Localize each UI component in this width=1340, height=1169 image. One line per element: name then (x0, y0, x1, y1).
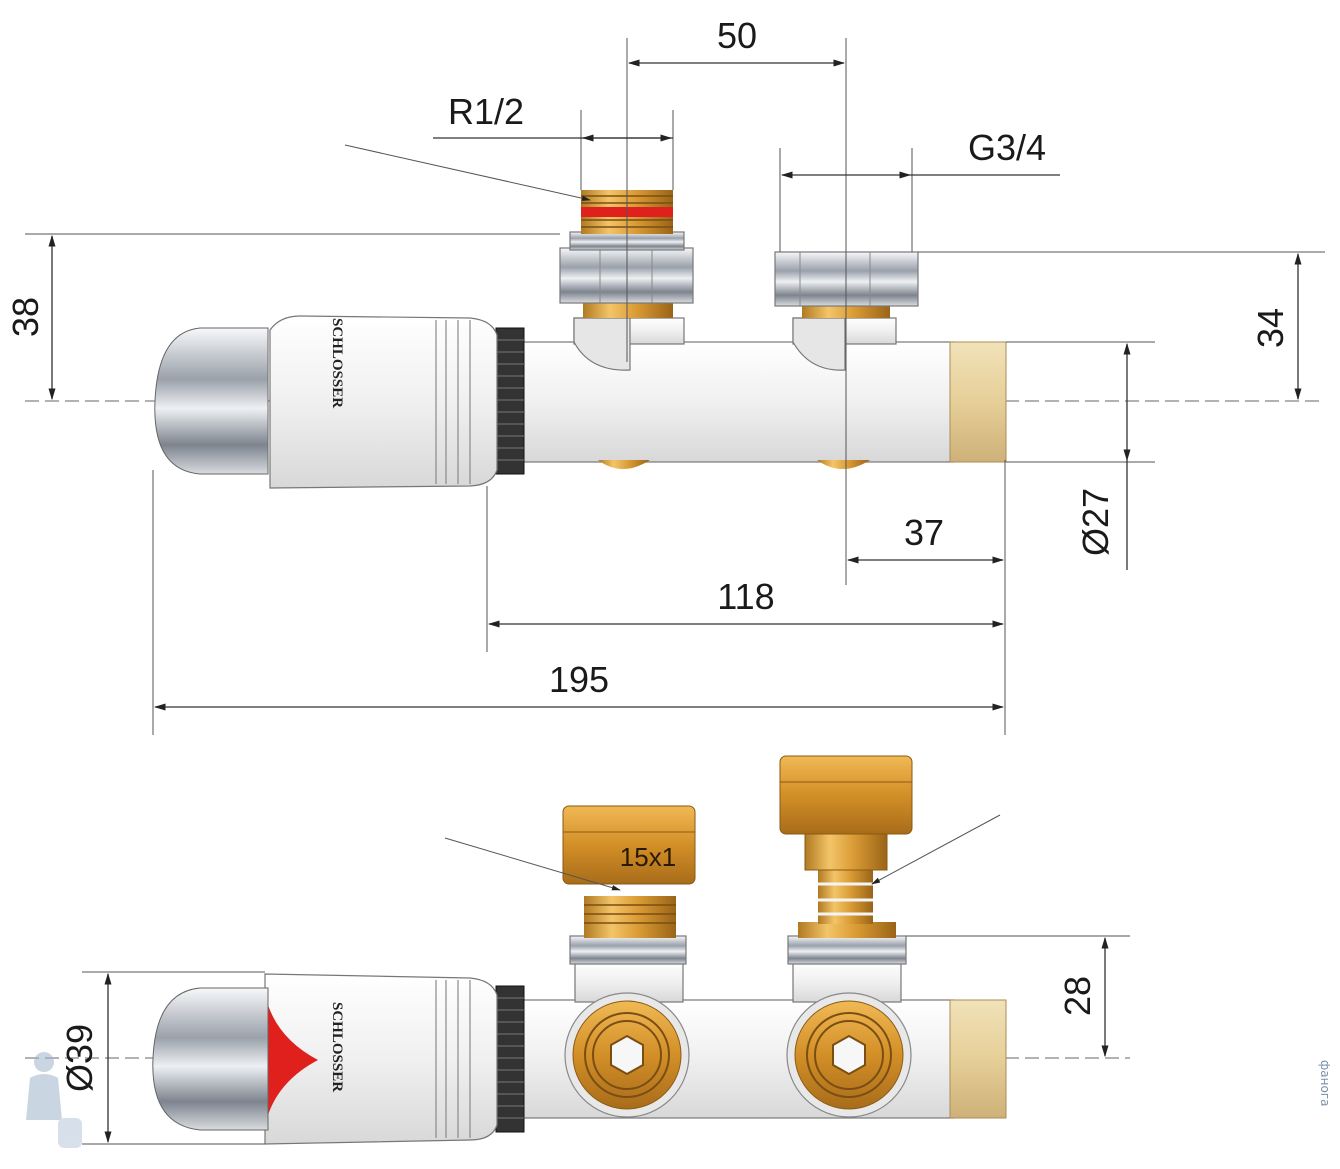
nut-marking: 15x1 (620, 842, 676, 872)
dim-28: 28 (1057, 976, 1098, 1016)
dim-d39: Ø39 (59, 1024, 100, 1092)
top-view: SCHLOSSER 50 R1/2 G3/4 38 34 Ø27 (5, 15, 1325, 735)
top-end-cap (949, 341, 1007, 463)
top-knurl-ring (495, 327, 525, 475)
top-lower-port-left (598, 460, 650, 469)
bottom-knurl-ring (495, 985, 525, 1133)
bottom-compression-nut (562, 805, 696, 885)
dim-r12: R1/2 (448, 91, 524, 132)
top-main-tube (509, 341, 955, 463)
bottom-left-collar (569, 935, 687, 965)
bottom-port-right (786, 992, 912, 1118)
bottom-port-left (564, 992, 690, 1118)
plumber-watermark-icon (26, 1052, 82, 1148)
top-lower-port-right (817, 460, 870, 469)
dim-50: 50 (717, 15, 757, 56)
dim-118: 118 (717, 576, 774, 617)
top-chrome-cap (154, 327, 269, 475)
top-seal-leader (344, 144, 591, 201)
watermark-text: фанога (1318, 1060, 1332, 1106)
bottom-left-thread (584, 896, 676, 938)
dim-195: 195 (549, 659, 609, 700)
top-left-brass-base (583, 300, 673, 318)
bottom-brand-label: SCHLOSSER (329, 1002, 345, 1092)
bottom-chrome-cap (152, 987, 269, 1131)
bottom-leader-left (444, 837, 621, 891)
bottom-right-lower-ring (798, 922, 896, 938)
top-brand-label: SCHLOSSER (329, 318, 345, 408)
bottom-leader-right (871, 814, 1001, 885)
bottom-right-nut (779, 755, 913, 835)
bottom-view: 15x1 (25, 755, 1130, 1145)
dim-34: 34 (1250, 308, 1291, 348)
bottom-end-cap (949, 999, 1007, 1119)
bottom-red-marker (268, 1005, 318, 1115)
bottom-right-collar (787, 935, 907, 965)
top-riser-right-elbow (792, 317, 846, 371)
dim-d27: Ø27 (1075, 488, 1116, 556)
bottom-right-spring (818, 868, 873, 924)
bottom-right-taper (804, 833, 888, 871)
dim-38: 38 (5, 297, 46, 337)
top-riser-left-elbow (573, 317, 631, 371)
dim-g34: G3/4 (968, 127, 1046, 168)
bottom-thermostat-body (264, 973, 498, 1145)
top-thermostat-body (269, 315, 498, 489)
dim-37: 37 (904, 512, 944, 553)
